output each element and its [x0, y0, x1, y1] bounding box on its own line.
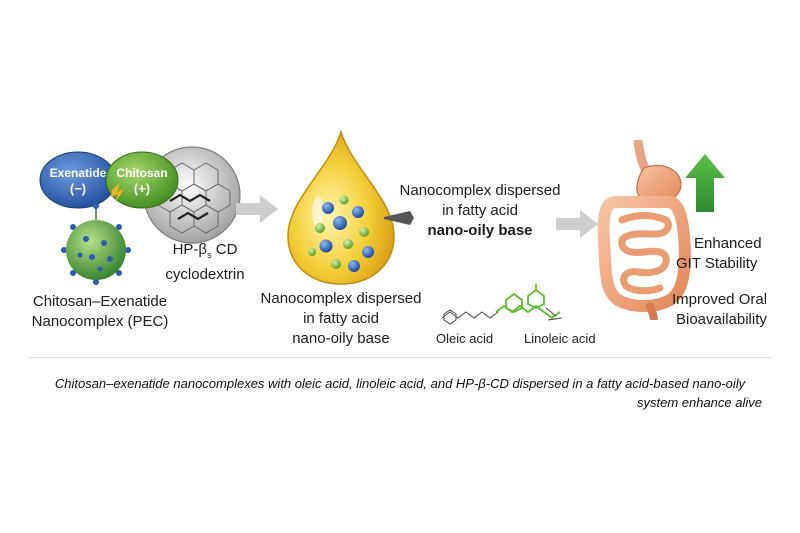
dispersion-label: Nanocomplex dispersed in fatty acid nano…: [399, 182, 561, 239]
pec-caption: Chitosan–Exenatide Nanocomplex (PEC): [31, 293, 169, 330]
process-arrow-2: [556, 208, 600, 245]
exenatide-charge: (−): [69, 181, 87, 196]
caption-line-2: system enhance alive: [636, 395, 762, 410]
gi-tract-illustration: [594, 137, 694, 324]
cd-subscript: s: [207, 250, 212, 260]
section-divider: [28, 357, 772, 358]
cyclodextrin-label: HP-βs CD cyclodextrin: [165, 241, 245, 283]
nanocomplex-ball: [61, 203, 131, 285]
exenatide-label: Exenatide (−): [40, 166, 116, 196]
linoleic-acid-label: Linoleic acid: [524, 331, 596, 346]
fatty-acid-molecules: [436, 278, 586, 338]
figure-caption: Chitosan–exenatide nanocomplexes with ol…: [28, 374, 772, 412]
pec-illustration: [20, 135, 260, 285]
bioavailability-label: Improved Oral Bioavailability: [672, 291, 768, 328]
increase-arrow-icon: [685, 154, 725, 217]
process-arrow-1: [236, 193, 280, 230]
droplet-caption: Nanocomplex dispersed in fatty acid nano…: [260, 290, 422, 347]
oleic-acid-label: Oleic acid: [436, 331, 494, 346]
chitosan-charge: (+): [133, 181, 151, 196]
git-stability-label: Enhanced GIT Stability: [676, 235, 762, 272]
oil-droplet: [282, 128, 400, 288]
pointer-arrow: [384, 208, 414, 233]
chitosan-label: Chitosan (+): [106, 166, 178, 196]
caption-line-1: Chitosan–exenatide nanocomplexes with ol…: [54, 376, 746, 391]
